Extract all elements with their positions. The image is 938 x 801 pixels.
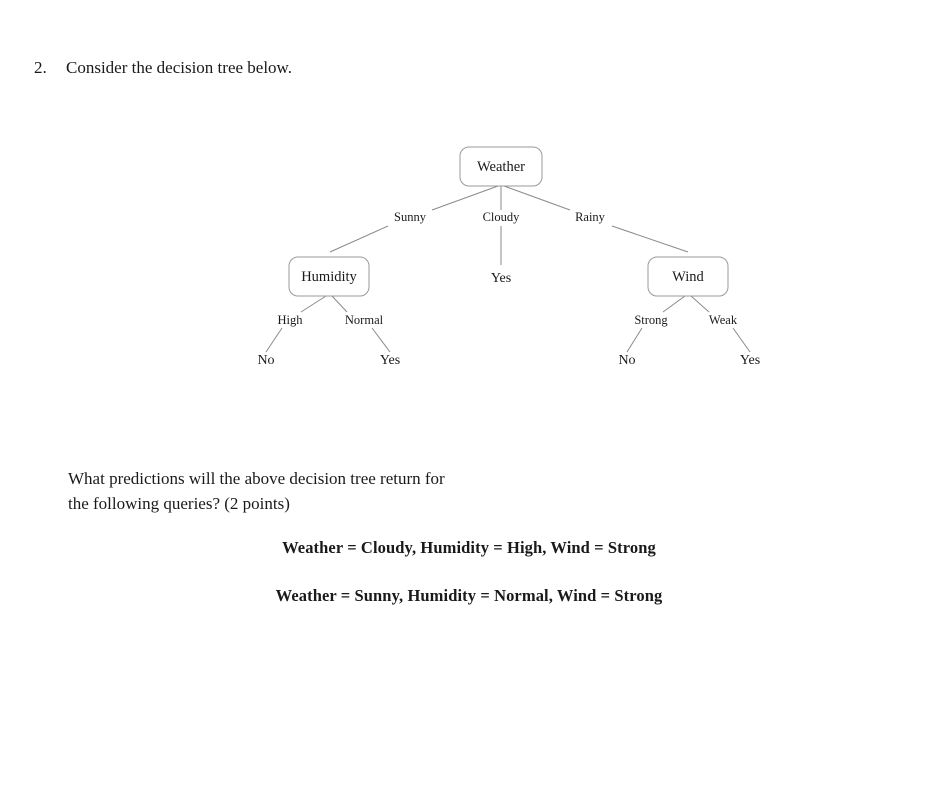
decision-tree-figure: Weather Humidity Wind Sunny Cloudy Rainy… bbox=[0, 130, 938, 385]
edge-line-weak-upper bbox=[690, 295, 710, 313]
edge-label-sunny: Sunny bbox=[394, 210, 427, 224]
leaf-label-normal-yes: Yes bbox=[380, 353, 400, 368]
tree-node-humidity[interactable]: Humidity bbox=[288, 256, 370, 297]
node-box-humidity bbox=[288, 256, 370, 297]
question-number: 2. bbox=[34, 58, 47, 77]
query-line-2: Weather = Sunny, Humidity = Normal, Wind… bbox=[275, 586, 663, 605]
tree-node-wind[interactable]: Wind bbox=[647, 256, 729, 297]
edge-line-high-lower bbox=[265, 327, 283, 353]
question-item: 2. Consider the decision tree below. bbox=[34, 57, 292, 80]
edge-label-rainy: Rainy bbox=[575, 210, 606, 224]
tree-node-weather[interactable]: Weather bbox=[459, 146, 543, 187]
edge-label-cloudy: Cloudy bbox=[483, 210, 521, 224]
edge-line-high-upper bbox=[300, 295, 327, 313]
question-text: Consider the decision tree below. bbox=[66, 58, 292, 77]
leaf-label-cloudy-yes: Yes bbox=[491, 271, 511, 286]
prompt-line-2: the following queries? (2 points) bbox=[68, 493, 290, 513]
edge-line-sunny-lower bbox=[329, 225, 389, 253]
edge-label-strong: Strong bbox=[634, 313, 668, 327]
query-line-1: Weather = Cloudy, Humidity = High, Wind … bbox=[282, 538, 656, 557]
node-box-weather bbox=[459, 146, 543, 187]
edge-label-high: High bbox=[278, 313, 304, 327]
node-label-humidity: Humidity bbox=[301, 269, 357, 285]
prompt-line-1: What predictions will the above decision… bbox=[68, 469, 445, 488]
edge-line-rainy-upper bbox=[503, 185, 571, 211]
edge-line-normal-lower bbox=[371, 327, 391, 353]
edge-line-sunny-upper bbox=[431, 185, 499, 211]
edge-line-strong-upper bbox=[662, 295, 686, 313]
edge-line-weak-lower bbox=[732, 327, 751, 353]
prompt-paragraph: What predictions will the above decision… bbox=[68, 467, 588, 516]
node-label-wind: Wind bbox=[672, 269, 704, 285]
node-label-weather: Weather bbox=[477, 159, 525, 175]
edge-line-rainy-lower bbox=[611, 225, 689, 253]
edge-label-normal: Normal bbox=[345, 313, 384, 327]
query-list: Weather = Cloudy, Humidity = High, Wind … bbox=[0, 538, 938, 634]
leaf-label-strong-no: No bbox=[618, 353, 635, 368]
leaf-label-weak-yes: Yes bbox=[740, 353, 760, 368]
leaf-label-high-no: No bbox=[257, 353, 274, 368]
edge-line-normal-upper bbox=[331, 295, 348, 313]
edge-line-strong-lower bbox=[626, 327, 643, 353]
node-box-wind bbox=[647, 256, 729, 297]
edge-label-weak: Weak bbox=[709, 313, 738, 327]
decision-tree-svg: Weather Humidity Wind Sunny Cloudy Rainy… bbox=[257, 146, 760, 368]
